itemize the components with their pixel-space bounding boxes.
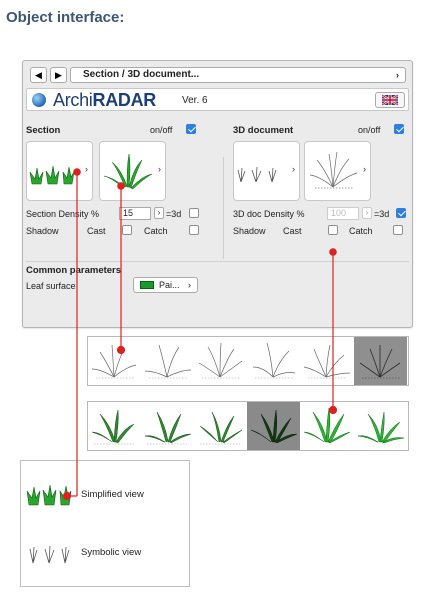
forward-button[interactable]: ▶ xyxy=(50,67,67,83)
plant-variant-5[interactable] xyxy=(300,402,353,450)
symbolic-variant-strip xyxy=(87,336,409,386)
section-dropdown[interactable]: Section / 3D document... › xyxy=(70,67,406,83)
symbolic-variant-4[interactable] xyxy=(247,337,300,385)
wire-plant-icon xyxy=(198,342,243,379)
wire-plant-icon xyxy=(144,344,192,379)
symbolic-variant-6-selected[interactable] xyxy=(354,337,407,385)
page-heading: Object interface: xyxy=(6,9,125,26)
symbolic-variant-1[interactable] xyxy=(88,337,141,385)
doc3d-catch-checkbox[interactable] xyxy=(393,225,403,235)
column-divider xyxy=(223,157,224,259)
chevron-right-icon: › xyxy=(158,164,161,174)
app-logo: ArchiRADAR xyxy=(53,90,157,110)
section-catch-checkbox[interactable] xyxy=(189,225,199,235)
leaf-surface-dropdown[interactable]: Pai... › xyxy=(133,277,198,293)
section-dropdown-value: Section / 3D document... xyxy=(83,69,200,80)
section-density-arrow-button[interactable]: › xyxy=(154,207,164,219)
chevron-right-icon: › xyxy=(292,164,295,174)
symbolic-plants-icon xyxy=(29,545,70,564)
back-button[interactable]: ◀ xyxy=(30,67,47,83)
plant-variant-2[interactable] xyxy=(141,402,194,450)
doc3d-catch-label: Catch xyxy=(349,226,373,236)
chevron-right-icon: › xyxy=(85,164,88,174)
plant-variant-6[interactable] xyxy=(354,402,407,450)
wire-plant-icon xyxy=(91,344,137,379)
logo-bar: ArchiRADAR Ver. 6 xyxy=(26,88,409,111)
section-onoff-checkbox[interactable] xyxy=(186,124,196,134)
plant-variant-1[interactable] xyxy=(88,402,141,450)
plant-variant-3[interactable] xyxy=(194,402,247,450)
section-catch-label: Catch xyxy=(144,226,168,236)
plant-variant-strip xyxy=(87,401,409,451)
gb-flag-icon xyxy=(381,94,399,106)
doc3d-eq3d-label: =3d xyxy=(374,209,390,219)
section-onoff-label: on/off xyxy=(150,125,173,135)
chevron-right-icon: › xyxy=(396,70,399,80)
wire-plant-icon xyxy=(303,344,351,379)
doc3d-density-input[interactable]: 100 xyxy=(327,207,359,220)
wire-plant-icon xyxy=(309,151,358,189)
leaf-surface-value: Pai... xyxy=(159,280,180,290)
grass-plant-icon xyxy=(303,407,351,444)
simplified-view-label: Simplified view xyxy=(81,489,144,500)
symbolic-variant-3[interactable] xyxy=(194,337,247,385)
grass-plant-icon xyxy=(357,411,405,444)
section-plant-preview-button[interactable]: › xyxy=(99,141,166,201)
symbolic-plants-icon xyxy=(237,166,277,183)
doc3d-density-label: 3D doc Density % xyxy=(233,209,305,219)
section-density-input[interactable]: 15 xyxy=(119,207,151,220)
globe-icon xyxy=(32,93,46,107)
section-eq3d-checkbox[interactable] xyxy=(189,208,199,218)
settings-panel: ◀ ▶ Section / 3D document... › ArchiRADA… xyxy=(22,60,413,328)
doc3d-density-arrow-button[interactable]: › xyxy=(362,207,372,219)
section-density-label: Section Density % xyxy=(26,209,100,219)
doc3d-cast-checkbox[interactable] xyxy=(328,225,338,235)
section-cast-label: Cast xyxy=(87,226,106,236)
grass-plant-icon xyxy=(199,411,243,445)
leaf-color-swatch xyxy=(140,281,154,289)
doc3d-onoff-checkbox[interactable] xyxy=(394,124,404,134)
section-cast-checkbox[interactable] xyxy=(122,225,132,235)
chevron-right-icon: › xyxy=(188,280,191,290)
chevron-right-icon: › xyxy=(363,164,366,174)
doc3d-eq3d-checkbox[interactable] xyxy=(396,208,406,218)
doc3d-plant-preview-button[interactable]: › xyxy=(304,141,371,201)
section-simplified-preview-button[interactable]: › xyxy=(26,141,93,201)
leaf-surface-label: Leaf surface xyxy=(26,281,76,291)
common-parameters-title: Common parameters xyxy=(26,265,122,276)
grass-plant-icon xyxy=(250,409,298,444)
symbolic-variant-2[interactable] xyxy=(141,337,194,385)
simplified-plants-icon xyxy=(29,165,75,185)
doc3d-symbolic-preview-button[interactable]: › xyxy=(233,141,300,201)
doc3d-onoff-label: on/off xyxy=(358,125,381,135)
grass-plant-icon xyxy=(144,411,192,445)
section-divider xyxy=(26,261,409,262)
symbolic-view-label: Symbolic view xyxy=(81,547,142,558)
wire-plant-icon xyxy=(252,342,296,379)
wire-plant-icon xyxy=(359,345,401,379)
symbolic-variant-5[interactable] xyxy=(300,337,353,385)
doc3d-title: 3D document xyxy=(233,125,294,136)
plant-variant-4-selected[interactable] xyxy=(247,402,300,450)
view-legend: Simplified view Symbolic view xyxy=(20,460,190,587)
doc3d-cast-label: Cast xyxy=(283,226,302,236)
grass-plant-icon xyxy=(103,153,153,190)
language-button[interactable] xyxy=(375,92,405,108)
doc3d-shadow-label: Shadow xyxy=(233,226,266,236)
simplified-plants-icon xyxy=(26,484,72,506)
section-eq3d-label: =3d xyxy=(166,209,182,219)
grass-plant-icon xyxy=(91,409,135,445)
section-title: Section xyxy=(26,125,61,136)
section-shadow-label: Shadow xyxy=(26,226,59,236)
version-label: Ver. 6 xyxy=(182,95,208,106)
